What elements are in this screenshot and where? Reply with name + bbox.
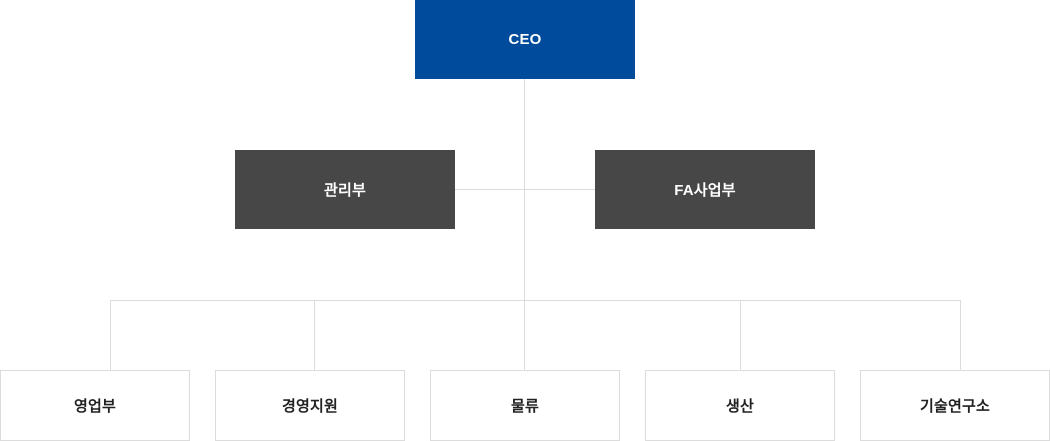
node-team-sales-label: 영업부 (73, 398, 116, 415)
node-team-management-support[interactable]: 경영지원 (215, 370, 405, 441)
connector-teams-horizontal (110, 300, 961, 301)
node-team-logistics[interactable]: 물류 (430, 370, 620, 441)
node-team-logistics-label: 물류 (510, 398, 539, 415)
connector-team-5-vertical (960, 300, 961, 370)
node-team-sales[interactable]: 영업부 (0, 370, 190, 441)
connector-team-2-vertical (314, 300, 315, 370)
node-team-production[interactable]: 생산 (645, 370, 835, 441)
node-ceo-label: CEO (508, 31, 542, 48)
connector-ceo-vertical (524, 79, 525, 190)
node-team-production-label: 생산 (725, 398, 754, 415)
node-department-fa-business-label: FA사업부 (674, 182, 736, 199)
connector-ceo-to-teams (524, 190, 525, 370)
node-department-fa-business[interactable]: FA사업부 (595, 150, 815, 229)
node-ceo[interactable]: CEO (415, 0, 635, 79)
node-team-management-support-label: 경영지원 (281, 398, 338, 415)
connector-dept-horizontal (455, 189, 595, 190)
connector-team-4-vertical (740, 300, 741, 370)
node-team-rnd-institute-label: 기술연구소 (919, 398, 990, 415)
node-department-management-label: 관리부 (323, 182, 366, 199)
node-department-management[interactable]: 관리부 (235, 150, 455, 229)
node-team-rnd-institute[interactable]: 기술연구소 (860, 370, 1050, 441)
connector-team-1-vertical (110, 300, 111, 370)
